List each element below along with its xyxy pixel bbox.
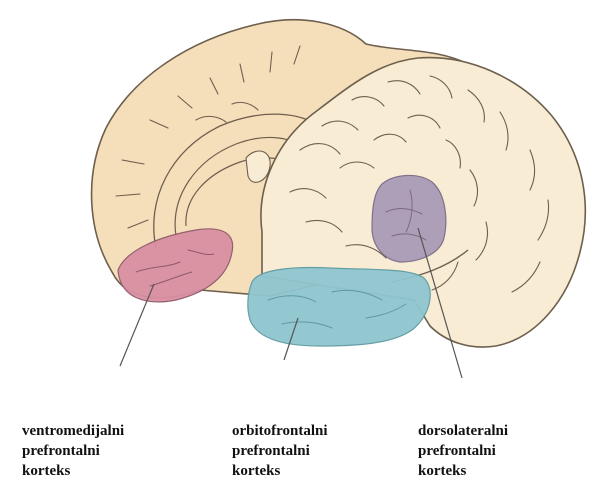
ventromedial-label-line3: korteks [22,461,124,481]
ventromedial-label: ventromedijalni prefrontalni korteks [22,421,124,481]
orbitofrontal-label-line2: prefrontalni [232,441,328,461]
orbitofrontal-label-line1: orbitofrontalni [232,421,328,441]
dorsolateral-region [372,175,446,262]
orbitofrontal-label: orbitofrontalni prefrontalni korteks [232,421,328,481]
ventromedial-label-line2: prefrontalni [22,441,124,461]
orbitofrontal-region [248,268,430,346]
orbitofrontal-label-line3: korteks [232,461,328,481]
dorsolateral-label-line1: dorsolateralni [418,421,508,441]
dorsolateral-label: dorsolateralni prefrontalni korteks [418,421,508,481]
ventromedial-label-line1: ventromedijalni [22,421,124,441]
dorsolateral-label-line2: prefrontalni [418,441,508,461]
dorsolateral-label-line3: korteks [418,461,508,481]
